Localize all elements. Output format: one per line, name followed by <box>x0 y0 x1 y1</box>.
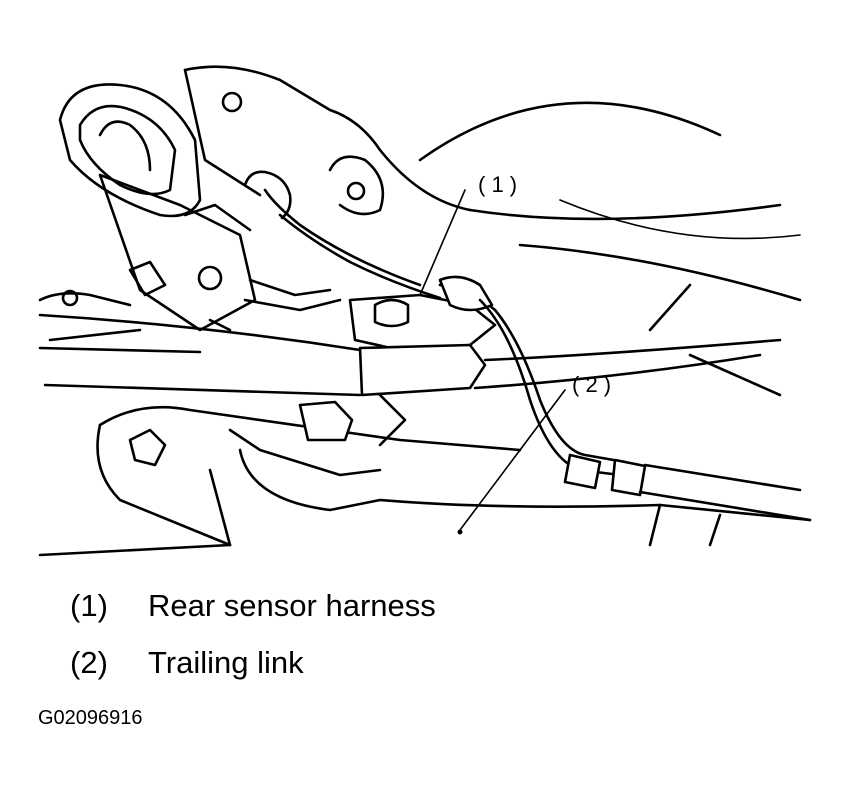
axle-tube <box>38 313 782 397</box>
sensor-wire-lower <box>478 298 812 522</box>
legend-text: Rear sensor harness <box>148 588 436 623</box>
legend-text: Trailing link <box>148 645 304 680</box>
sensor-wire-upper <box>243 170 442 300</box>
trailing-link-structure <box>38 393 812 557</box>
legend-number: (2) <box>70 645 108 680</box>
brake-line-bracket <box>38 83 342 342</box>
callout-1-label: ( 1 ) <box>478 172 517 197</box>
legend-item-rear-sensor-harness: (1) Rear sensor harness <box>70 588 436 624</box>
callout-leaders <box>419 189 566 535</box>
harness-clamp <box>348 275 497 352</box>
legend-number: (1) <box>70 588 108 623</box>
figure-code: G02096916 <box>38 707 143 729</box>
legend-item-trailing-link: (2) Trailing link <box>70 645 304 681</box>
rear-sensor-harness-illustration: ( 1 ) ( 2 ) <box>38 65 812 557</box>
body-panel <box>183 65 802 397</box>
callout-2-label: ( 2 ) <box>572 372 611 397</box>
